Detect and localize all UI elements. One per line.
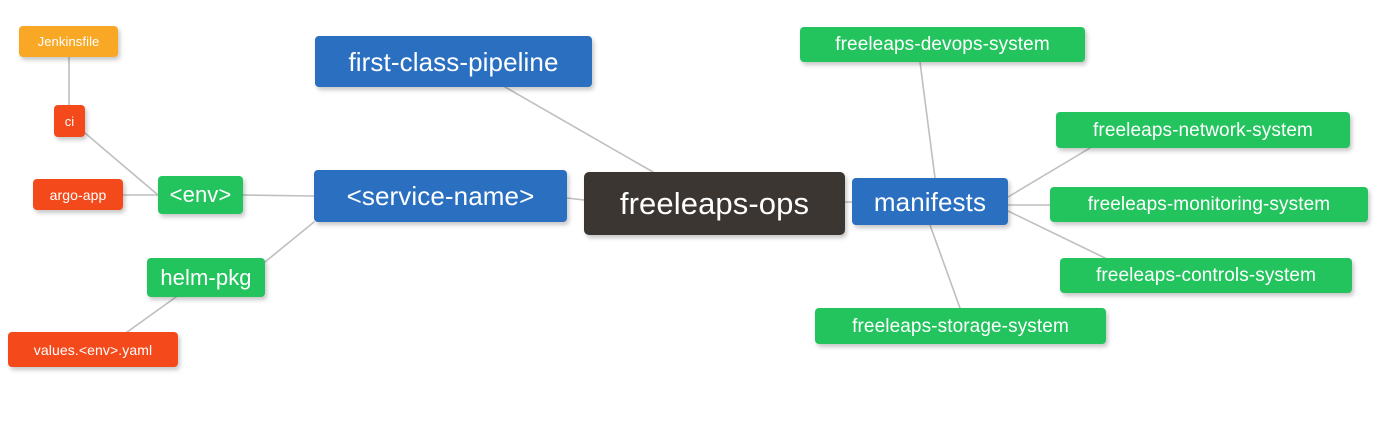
- node-env[interactable]: <env>: [158, 176, 243, 214]
- node-manifests[interactable]: manifests: [852, 178, 1008, 225]
- node-jenkinsfile[interactable]: Jenkinsfile: [19, 26, 118, 57]
- node-freeleaps-monitoring-system[interactable]: freeleaps-monitoring-system: [1050, 187, 1368, 222]
- edge-manifests-to-freeleaps-storage-system: [929, 224, 961, 309]
- node-helm-pkg[interactable]: helm-pkg: [147, 258, 265, 297]
- node-freeleaps-controls-system[interactable]: freeleaps-controls-system: [1060, 258, 1352, 293]
- node-freeleaps-devops-system[interactable]: freeleaps-devops-system: [800, 27, 1085, 62]
- edge-env-to-service-name: [242, 194, 315, 197]
- edge-service-name-to-helm-pkg: [264, 221, 315, 263]
- node-values-env-yaml[interactable]: values.<env>.yaml: [8, 332, 178, 367]
- node-argo-app[interactable]: argo-app: [33, 179, 123, 210]
- node-first-class-pipeline[interactable]: first-class-pipeline: [315, 36, 592, 87]
- edge-first-class-pipeline-to-freeleaps-ops: [504, 86, 654, 173]
- node-freeleaps-network-system[interactable]: freeleaps-network-system: [1056, 112, 1350, 148]
- node-freeleaps-storage-system[interactable]: freeleaps-storage-system: [815, 308, 1106, 344]
- edge-manifests-to-freeleaps-devops-system: [919, 61, 936, 179]
- node-ci[interactable]: ci: [54, 105, 85, 137]
- node-freeleaps-ops[interactable]: freeleaps-ops: [584, 172, 845, 235]
- node-service-name[interactable]: <service-name>: [314, 170, 567, 222]
- edge-service-name-to-freeleaps-ops: [566, 197, 585, 201]
